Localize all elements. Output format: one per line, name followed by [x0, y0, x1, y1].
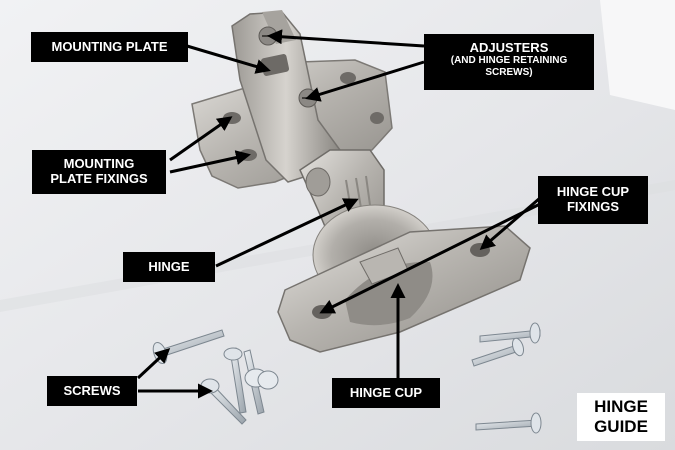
hinge-label: HINGE: [123, 252, 215, 282]
hinge-cup-fixings-line2: FIXINGS: [566, 199, 619, 214]
mounting-plate-fixings-label: MOUNTING PLATE FIXINGS: [32, 150, 166, 194]
hinge-cup-label: HINGE CUP: [332, 378, 440, 408]
adjusters-label: ADJUSTERS (AND HINGE RETAINING SCREWS): [424, 34, 594, 90]
adjusters-subtitle: (AND HINGE RETAINING SCREWS): [450, 55, 568, 78]
mounting-plate-fixings-line2: PLATE FIXINGS: [50, 171, 148, 186]
guide-line2: GUIDE: [594, 417, 648, 436]
screws-label: SCREWS: [47, 376, 137, 406]
guide-line1: HINGE: [594, 397, 648, 416]
hinge-cup-fixings-line1: HINGE CUP: [556, 184, 630, 199]
hinge-guide-badge: HINGE GUIDE: [577, 393, 665, 441]
mounting-plate-fixings-line1: MOUNTING: [63, 156, 135, 171]
adjusters-title: ADJUSTERS: [469, 40, 549, 55]
mounting-plate-label: MOUNTING PLATE: [31, 32, 188, 62]
hinge-cup-fixings-label: HINGE CUP FIXINGS: [538, 176, 648, 224]
